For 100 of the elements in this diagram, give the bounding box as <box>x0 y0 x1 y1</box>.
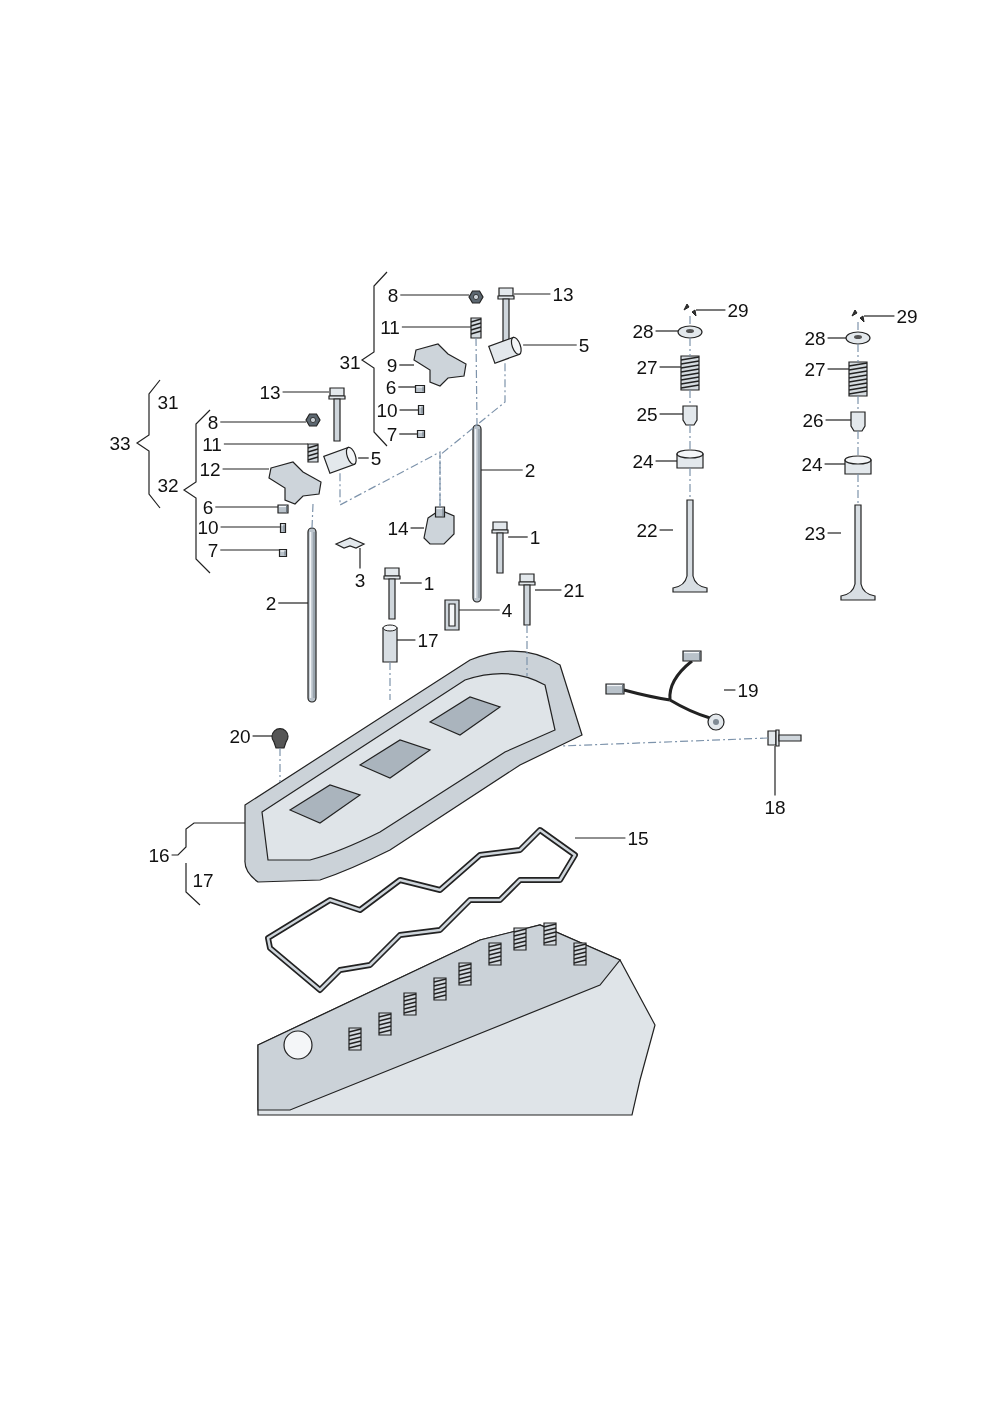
leader-line <box>219 549 281 551</box>
leader-line <box>658 529 674 531</box>
callout-number: 11 <box>380 317 400 337</box>
callout-number: 7 <box>386 424 398 444</box>
bushing <box>278 548 288 558</box>
callout-number: 26 <box>802 410 824 430</box>
leader-line <box>357 457 370 459</box>
leader-line <box>399 582 423 584</box>
leader-line <box>774 745 776 797</box>
callout-number: 27 <box>636 357 658 377</box>
assembly-line <box>339 451 441 508</box>
callout-number: 14 <box>387 518 409 538</box>
callout-number: 23 <box>804 523 826 543</box>
callout-number: 15 <box>627 828 649 848</box>
assembly-line <box>689 424 691 451</box>
leader-line <box>396 639 417 641</box>
leader-line <box>359 547 361 570</box>
callout-number: 28 <box>632 321 654 341</box>
assembly-line <box>389 661 391 701</box>
callout-number: 2 <box>524 460 536 480</box>
callout-number: 13 <box>552 284 574 304</box>
assembly-line <box>857 430 859 457</box>
bolt <box>328 387 346 442</box>
leader-line <box>458 609 501 611</box>
spring-retainer <box>845 331 871 345</box>
callout-number: 22 <box>636 520 658 540</box>
bearing-block <box>423 506 455 545</box>
rocker-arm <box>413 343 467 387</box>
leader-line <box>654 460 678 462</box>
callout-number: 27 <box>804 359 826 379</box>
assembly-line <box>857 343 859 363</box>
assembly-line <box>561 737 769 747</box>
gasket <box>265 827 578 993</box>
leader-line <box>824 419 852 421</box>
pushrod <box>472 424 482 603</box>
callout-number: 13 <box>259 382 281 402</box>
assembly-line <box>311 503 314 529</box>
assembly-line <box>857 321 859 333</box>
leader-line <box>398 409 420 411</box>
wiring-harness <box>605 650 725 731</box>
callout-number: 16 <box>148 845 170 865</box>
callout-number: 17 <box>417 630 439 650</box>
valve-keepers <box>683 303 697 317</box>
leader-line <box>223 443 309 445</box>
leader-line <box>219 421 307 423</box>
leader-line <box>826 532 842 534</box>
callout-number: 11 <box>202 434 222 454</box>
valve <box>672 499 708 593</box>
leader-line <box>398 364 415 366</box>
valve-spring <box>680 355 700 391</box>
callout-number: 10 <box>376 400 398 420</box>
callout-number: 12 <box>199 459 221 479</box>
bushing <box>416 429 426 439</box>
roller <box>488 336 522 364</box>
callout-number: 5 <box>578 335 590 355</box>
leader-line <box>522 344 578 346</box>
leader-line <box>251 735 273 737</box>
callout-number: 10 <box>197 517 219 537</box>
leader-line <box>277 602 309 604</box>
spring <box>470 317 482 339</box>
valve-keepers <box>851 309 865 323</box>
leader-line <box>401 326 472 328</box>
leader-line <box>826 337 847 339</box>
valve-stem-seal <box>682 405 698 426</box>
leader-line <box>398 433 419 435</box>
callout-number: 6 <box>202 497 214 517</box>
leader-line <box>695 309 727 311</box>
leader-line <box>826 368 850 370</box>
spring <box>307 443 319 463</box>
leader-line <box>513 293 552 295</box>
clamp-piece <box>334 537 366 549</box>
leader-line <box>170 822 246 856</box>
leader-line <box>658 366 682 368</box>
assembly-line <box>526 624 528 677</box>
callout-number: 29 <box>727 300 749 320</box>
bolt <box>518 573 536 626</box>
spring-seat <box>676 449 704 469</box>
callout-number: 18 <box>764 797 786 817</box>
valve-stem-seal <box>850 411 866 432</box>
leader-line <box>221 468 270 470</box>
callout-number: 1 <box>423 573 435 593</box>
assembly-line <box>857 473 859 506</box>
spring-retainer <box>677 325 703 339</box>
roller <box>323 446 357 474</box>
callout-number: 25 <box>636 404 658 424</box>
callout-number: 24 <box>632 451 654 471</box>
leader-line <box>219 526 282 528</box>
sleeve <box>382 624 398 663</box>
leader-line <box>723 689 737 691</box>
callout-number: 20 <box>229 726 251 746</box>
leader-line <box>534 589 563 591</box>
callout-number: 7 <box>207 540 219 560</box>
callout-number: 9 <box>386 355 398 375</box>
leader-line <box>654 330 679 332</box>
clip <box>271 728 289 749</box>
callout-number: 17 <box>192 870 214 890</box>
leader-line <box>507 536 529 538</box>
callout-number: 19 <box>737 680 759 700</box>
leader-line <box>397 386 417 388</box>
seal <box>444 599 460 631</box>
